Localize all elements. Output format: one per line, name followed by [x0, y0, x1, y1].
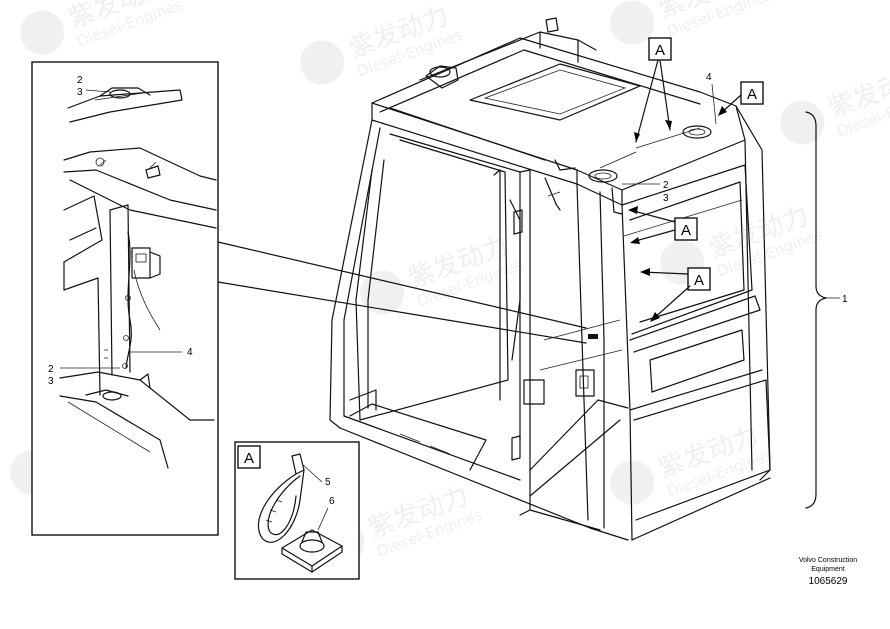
watermark-logo: [780, 100, 825, 145]
detail-a-inset: A 5 6: [234, 441, 360, 580]
callout-2-cab: 2: [663, 180, 669, 191]
callout-4-inset: 4: [187, 347, 193, 358]
callout-2-inset-top: 2: [77, 75, 83, 86]
section-marker-a-mid: A: [681, 222, 691, 239]
section-marker-a-lower: A: [694, 272, 704, 289]
watermark-logo: [360, 270, 405, 315]
credit-company: Volvo Construction: [798, 557, 858, 564]
callout-3-inset-bottom: 3: [48, 376, 54, 387]
section-markers: A A A A: [628, 37, 764, 322]
detail-marker: [588, 334, 598, 339]
callout-3-cab: 3: [663, 193, 669, 204]
callout-6: 6: [329, 496, 335, 507]
watermark-logo: [20, 10, 65, 55]
detail-inset: 2 3 4 2 3: [31, 61, 219, 536]
section-marker-a-top: A: [655, 42, 665, 59]
part-number: 1065629: [808, 576, 848, 587]
callout-4-cab: 4: [706, 72, 712, 83]
watermark-logo: [300, 40, 345, 85]
watermark-logo: [610, 0, 655, 45]
callout-5: 5: [325, 477, 331, 488]
credit-division: Equipment: [811, 566, 845, 573]
watermark-logo: [610, 460, 655, 505]
cab-frame: [329, 17, 771, 541]
section-marker-a-right: A: [747, 86, 757, 103]
zoom-leader-lines: [217, 241, 587, 344]
detail-a-label: A: [244, 450, 254, 467]
cab-callouts: 4 2 3 1: [622, 72, 848, 509]
callout-2-inset-bottom: 2: [48, 364, 54, 375]
callout-3-inset-top: 3: [77, 87, 83, 98]
callout-1: 1: [842, 294, 848, 305]
